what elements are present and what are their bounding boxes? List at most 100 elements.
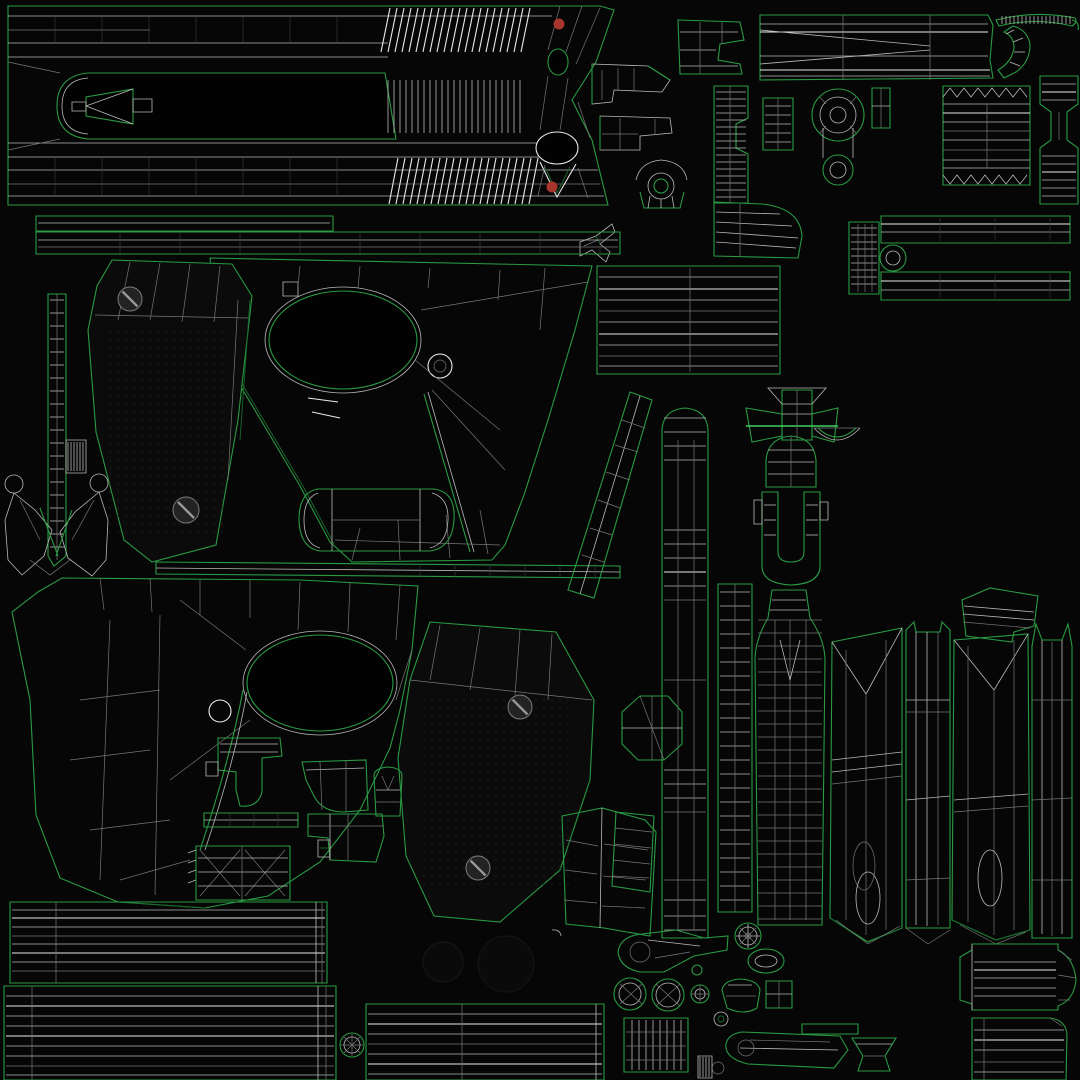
wire-line bbox=[119, 859, 191, 881]
wire-line bbox=[715, 231, 799, 239]
checkering-dot bbox=[543, 699, 545, 701]
checkering-dot bbox=[455, 787, 457, 789]
wire-line bbox=[547, 5, 561, 51]
checkering-dot bbox=[149, 507, 151, 509]
wire-line bbox=[1057, 974, 1077, 979]
checkering-dot bbox=[109, 387, 111, 389]
checkering-dot bbox=[455, 779, 457, 781]
checkering-dot bbox=[463, 731, 465, 733]
checkering-dot bbox=[535, 731, 537, 733]
checkering-dot bbox=[519, 787, 521, 789]
checkering-dot bbox=[221, 419, 223, 421]
checkering-dot bbox=[423, 795, 425, 797]
checkering-dot bbox=[527, 835, 529, 837]
checkering-dot bbox=[495, 867, 497, 869]
checkering-dot bbox=[173, 411, 175, 413]
checkering-dot bbox=[551, 859, 553, 861]
wire-path bbox=[204, 691, 248, 851]
wire-line bbox=[1049, 1017, 1063, 1027]
checkering-dot bbox=[455, 739, 457, 741]
checkering-dot bbox=[527, 859, 529, 861]
wire-poly bbox=[132, 98, 153, 113]
wire-line bbox=[1005, 29, 1015, 35]
wire-circle bbox=[653, 178, 669, 194]
checkering-dot bbox=[125, 515, 127, 517]
checkering-dot bbox=[205, 379, 207, 381]
wire-line bbox=[307, 397, 339, 403]
checkering-dot bbox=[559, 747, 561, 749]
checkering-dot bbox=[205, 387, 207, 389]
checkering-dot bbox=[503, 867, 505, 869]
uv-island-small-gear bbox=[690, 984, 710, 1004]
checkering-dot bbox=[559, 827, 561, 829]
checkering-dot bbox=[495, 851, 497, 853]
serration-line bbox=[450, 7, 461, 53]
wire-path bbox=[713, 201, 803, 259]
checkering-dot bbox=[543, 867, 545, 869]
checkering-dot bbox=[189, 459, 191, 461]
checkering-dot bbox=[495, 707, 497, 709]
wire-line bbox=[715, 211, 781, 215]
serration-line bbox=[458, 157, 469, 205]
checkering-dot bbox=[423, 723, 425, 725]
wire-line bbox=[556, 166, 571, 194]
checkering-dot bbox=[511, 795, 513, 797]
wire-line bbox=[169, 719, 251, 781]
checkering-dot bbox=[117, 435, 119, 437]
wire-line bbox=[397, 519, 401, 561]
wire-circle bbox=[629, 941, 651, 963]
checkering-dot bbox=[455, 715, 457, 717]
uv-island-magazine-slab-d bbox=[1031, 621, 1073, 939]
checkering-dot bbox=[543, 795, 545, 797]
wire-line bbox=[647, 195, 651, 209]
wire-line bbox=[239, 299, 251, 441]
checkering-dot bbox=[511, 859, 513, 861]
checkering-dot bbox=[567, 795, 569, 797]
wire-circle bbox=[553, 18, 565, 30]
checkering-dot bbox=[567, 875, 569, 877]
wire-line bbox=[55, 509, 73, 557]
checkering-dot bbox=[149, 491, 151, 493]
checkering-dot bbox=[503, 779, 505, 781]
checkering-dot bbox=[157, 435, 159, 437]
uv-island-checkering-grid-chip bbox=[65, 439, 87, 474]
serration-line bbox=[472, 157, 483, 205]
checkering-dot bbox=[463, 707, 465, 709]
checkering-dot bbox=[149, 515, 151, 517]
checkering-dot bbox=[559, 867, 561, 869]
checkering-dot bbox=[117, 443, 119, 445]
checkering-dot bbox=[431, 803, 433, 805]
wire-line bbox=[564, 869, 598, 875]
checkering-dot bbox=[157, 395, 159, 397]
checkering-dot bbox=[511, 835, 513, 837]
wire-line bbox=[647, 939, 701, 947]
checkering-dot bbox=[535, 755, 537, 757]
checkering-dot bbox=[455, 811, 457, 813]
checkering-dot bbox=[463, 723, 465, 725]
checkering-dot bbox=[511, 763, 513, 765]
checkering-dot bbox=[173, 347, 175, 349]
checkering-dot bbox=[543, 835, 545, 837]
checkering-dot bbox=[559, 779, 561, 781]
checkering-dot bbox=[535, 835, 537, 837]
uv-island-base-plate-block-2 bbox=[971, 1017, 1068, 1080]
checkering-dot bbox=[535, 763, 537, 765]
checkering-dot bbox=[503, 699, 505, 701]
checkering-dot bbox=[551, 755, 553, 757]
checkering-dot bbox=[117, 387, 119, 389]
checkering-dot bbox=[181, 331, 183, 333]
checkering-dot bbox=[189, 435, 191, 437]
checkering-dot bbox=[165, 403, 167, 405]
wire-line bbox=[612, 859, 651, 865]
checkering-dot bbox=[133, 371, 135, 373]
checkering-dot bbox=[471, 795, 473, 797]
wire-line bbox=[579, 395, 641, 595]
uv-island-flag-part bbox=[307, 813, 385, 863]
wire-path bbox=[905, 927, 951, 945]
wire-line bbox=[149, 577, 153, 613]
checkering-dot bbox=[197, 499, 199, 501]
checkering-dot bbox=[495, 779, 497, 781]
uv-island-recoil-column bbox=[661, 407, 709, 939]
checkering-dot bbox=[125, 491, 127, 493]
checkering-dot bbox=[503, 843, 505, 845]
